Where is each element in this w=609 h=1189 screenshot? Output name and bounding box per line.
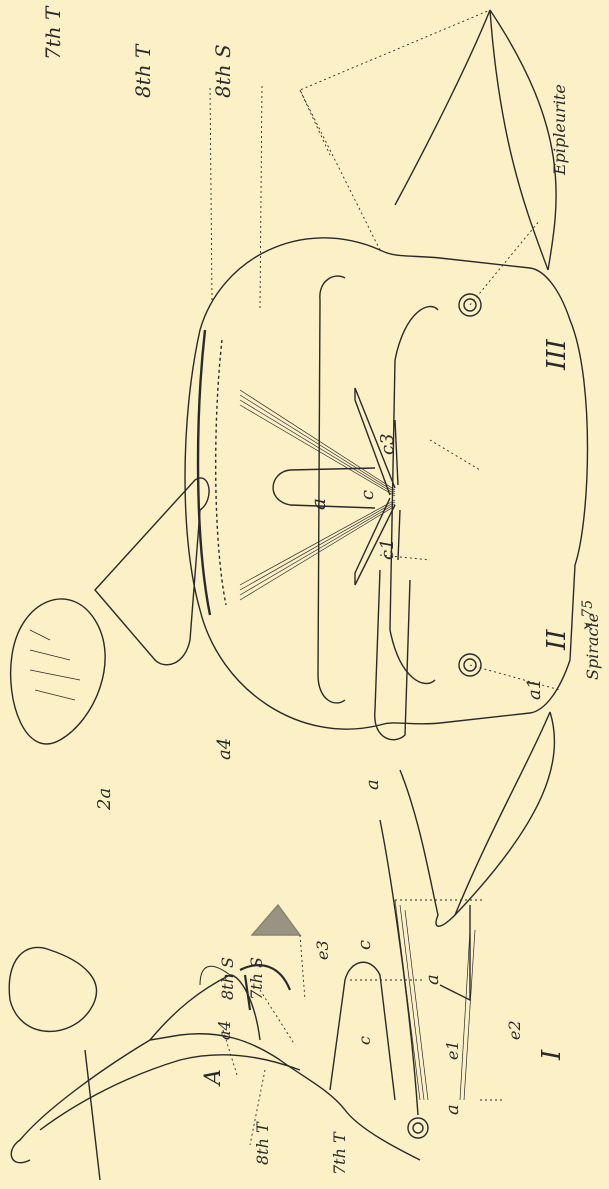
figure-numeral-iii: III <box>542 338 572 371</box>
label-magnification: x 75 <box>580 600 596 630</box>
label-a4-fig2: a4 <box>214 738 235 760</box>
label-8th-s-fig3: 8th S <box>218 957 237 1000</box>
label-a1: a1 <box>524 678 545 700</box>
label-e1: e1 <box>443 1040 462 1060</box>
label-a-fig1: a <box>306 498 330 510</box>
label-a-fig2: a <box>362 779 383 790</box>
label-c-fig3: c <box>355 1036 374 1045</box>
label-c1: c1 <box>377 538 398 560</box>
figure-numeral-i: I <box>537 1049 567 1061</box>
label-epipleurite: Epipleurite <box>550 84 569 176</box>
label-e2: e2 <box>505 1020 524 1040</box>
label-e3: e3 <box>313 940 332 960</box>
label-7th-t: 7th T <box>41 5 65 60</box>
label-c3: c3 <box>377 433 398 455</box>
label-a-fig3: a <box>442 1104 463 1115</box>
label-7th-s-fig3: 7th S <box>247 957 266 1000</box>
label-a4-fig3: a4 <box>215 1020 234 1040</box>
label-A: A <box>201 1069 226 1087</box>
label-8th-s: 8th S <box>211 44 235 98</box>
label-7th-t-fig3: 7th T <box>330 1131 349 1175</box>
label-c-fig1: c <box>357 490 378 500</box>
label-8th-t: 8th T <box>131 43 155 98</box>
figure-numeral-ii: II <box>542 629 572 651</box>
label-8th-t-fig3: 8th T <box>253 1121 272 1165</box>
label-2a: 2a <box>94 788 115 811</box>
label-a-fig3b: a <box>422 974 443 985</box>
label-c-fig2: c <box>354 940 375 950</box>
